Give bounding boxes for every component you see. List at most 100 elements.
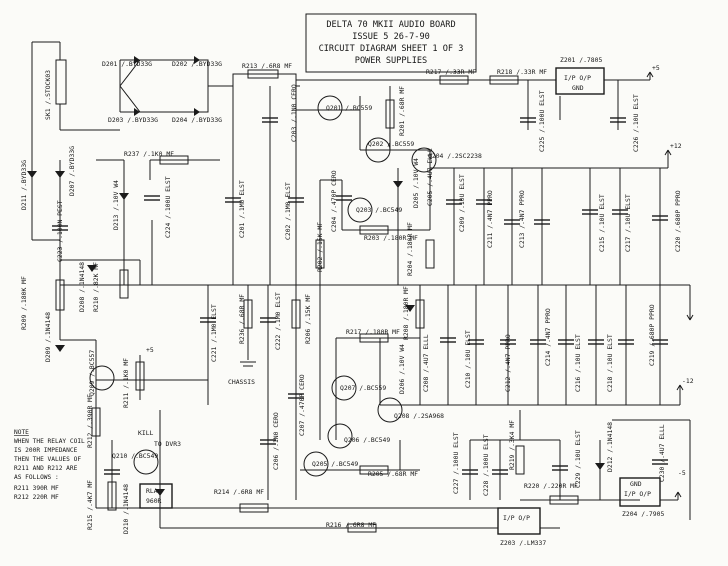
label-c219: C219 /.680P PPRO: [648, 304, 656, 366]
label-d201: D201 /.BYD33G: [102, 60, 152, 68]
label-c205: C205 /.4U7 ELLL: [426, 148, 434, 206]
label-c206: C206 /.1N0 CERO: [272, 412, 280, 470]
label-r236: R236 /.68R MF: [238, 294, 246, 344]
label-r217b: R217 /.180R MF: [346, 328, 400, 336]
label-q206: Q206 /.BC549: [344, 436, 390, 444]
label-d202: D202 /.BYD33G: [172, 60, 222, 68]
label-c225: C225 /.100U ELST: [538, 90, 546, 152]
rail-neg5-label: -5: [678, 469, 686, 477]
rail-pos5-label: +5: [652, 64, 660, 72]
label-c228: C228 /.100U ELST: [482, 434, 490, 496]
label-c221: C221 /.1M0 ELST: [210, 304, 218, 362]
label-r205: R205 /.68R MF: [368, 470, 418, 478]
label-q202: Q202 /.BC559: [368, 140, 414, 148]
label-c216: C216 /.10U ELST: [574, 334, 582, 392]
note-line-5: AS FOLLOWS :: [14, 474, 59, 481]
label-q208: Q208 /.2SA968: [394, 412, 444, 420]
vertical-labels: SK1 /.STOCK03 D211 /.BYD33G D207 /.BYD33…: [20, 70, 682, 534]
title-line-3: CIRCUIT DIAGRAM SHEET 1 OF 3: [319, 44, 464, 54]
label-rla-value: 960R: [146, 497, 162, 505]
note-line-2: IS 200R IMPEDANCE: [14, 447, 78, 454]
label-c210: C210 /.10U ELST: [464, 330, 472, 388]
label-c230: C230 /.4U7 ELLL: [658, 424, 666, 482]
label-r210: R210 /.82K MF: [92, 262, 100, 312]
label-r220: R220 /.220R MF: [524, 482, 578, 490]
label-r209: R209 /.180K MF: [20, 276, 28, 330]
label-r219: R219 /.3K4 MF: [508, 420, 516, 470]
label-kill: KILL: [138, 429, 154, 437]
label-c217: C217 /.10U ELST: [624, 194, 632, 252]
label-r201: R201 /.68R MF: [398, 86, 406, 136]
label-d205: D205 /.10V W4: [412, 158, 420, 208]
label-c215: C215 /.10U ELST: [598, 194, 606, 252]
label-z201-io: I/P O/P: [564, 74, 591, 82]
label-rla: RLA: [146, 487, 158, 495]
label-z204: Z204 /.7905: [622, 510, 664, 518]
label-c226: C226 /.10U ELST: [632, 94, 640, 152]
label-z201: Z201 /.7805: [560, 56, 602, 64]
label-c213: C213 /.4N7 PPRO: [518, 190, 526, 248]
label-c223: C223 /.100N PEST: [56, 200, 64, 262]
label-c204: C204 /.470P CERO: [330, 170, 338, 232]
note-block: NOTE WHEN THE RELAY COIL IS 200R IMPEDAN…: [14, 429, 85, 501]
label-to-dvr3: TO DVR3: [154, 440, 181, 448]
label-q207: Q207 /.BC559: [340, 384, 386, 392]
label-r202: R202 /.15K MF: [316, 222, 324, 272]
title-line-4: POWER SUPPLIES: [355, 56, 427, 66]
title-line-1: DELTA 70 MKII AUDIO BOARD: [326, 20, 455, 30]
label-d207: D207 /.BYD33G: [68, 146, 76, 196]
label-d209: D209 /.1N4148: [44, 312, 52, 362]
note-line-1: WHEN THE RELAY COIL: [14, 438, 85, 445]
label-c207: C207 /.470P CERO: [298, 374, 306, 436]
rail-pos12-label: +12: [670, 142, 682, 150]
label-c214: C214 /.4N7 PPRO: [544, 308, 552, 366]
label-c224: C224 /.100U ELST: [164, 176, 172, 238]
label-r204: R204 /.180R MF: [406, 222, 414, 276]
label-c229: C229 /.10U ELST: [574, 430, 582, 488]
label-d211: D211 /.BYD33G: [20, 160, 28, 210]
label-z203-io: I/P O/P: [503, 514, 530, 522]
label-z204-gnd: GND: [630, 480, 642, 488]
label-q203: Q203 /.BC549: [356, 206, 402, 214]
label-d208: D208 /.1N4148: [78, 262, 86, 312]
label-r213: R213 /.6R8 MF: [242, 62, 292, 70]
label-r237: R237 /.1K0 MF: [124, 150, 174, 158]
label-chassis: CHASSIS: [228, 378, 255, 386]
rail-neg12-label: -12: [682, 377, 694, 385]
label-c227: C227 /.100U ELST: [452, 432, 460, 494]
note-heading: NOTE: [14, 429, 29, 436]
label-q201: Q201 /.BC559: [326, 104, 372, 112]
label-c211: C211 /.4N7 PPRO: [486, 190, 494, 248]
title-line-2: ISSUE 5 26-7-90: [352, 32, 430, 42]
label-c208: C208 /.4U7 ELLL: [422, 334, 430, 392]
note-line-4: R211 AND R212 ARE: [14, 465, 78, 472]
label-c212: C212 /.4N7 PPRO: [504, 334, 512, 392]
label-sk1: SK1 /.STOCK03: [44, 70, 52, 120]
label-q205: Q205 /.BC549: [312, 460, 358, 468]
label-d213: D213 /.10V W4: [112, 180, 120, 230]
label-q204: Q204 /.2SC2238: [428, 152, 482, 160]
title-block: DELTA 70 MKII AUDIO BOARD ISSUE 5 26-7-9…: [305, 13, 477, 73]
label-d203: D203 /.BYD33G: [108, 116, 158, 124]
label-c201: C201 /.1M0 ELST: [238, 180, 246, 238]
label-r216: R216 /.6R8 MF: [326, 521, 376, 529]
note-line-6: R211 390R MF: [14, 485, 59, 492]
label-pos5-relay: +5: [146, 346, 154, 354]
label-z201-gnd: GND: [572, 84, 584, 92]
label-q210: Q210 /.BC549: [112, 452, 158, 460]
label-d206: D206 /.10V W4: [398, 344, 406, 394]
note-line-3: THEN THE VALUES OF: [14, 456, 81, 463]
label-r211: R211 /.1K0 MF: [122, 358, 130, 408]
label-r215: R215 /.4K7 MF: [86, 480, 94, 530]
label-c209: C209 /.10U ELST: [458, 174, 466, 232]
label-q209: Q209 /.BC557: [88, 350, 96, 396]
label-z204-io: I/P O/P: [624, 490, 651, 498]
label-z203: Z203 /.LM337: [500, 539, 546, 547]
component-symbols: [27, 56, 694, 535]
label-r214: R214 /.6R8 MF: [214, 488, 264, 496]
label-d212: D212 /.1N4148: [606, 422, 614, 472]
label-r203: R203 /.180R MF: [364, 234, 418, 242]
horizontal-labels: D201 /.BYD33G D202 /.BYD33G D203 /.BYD33…: [102, 56, 664, 547]
